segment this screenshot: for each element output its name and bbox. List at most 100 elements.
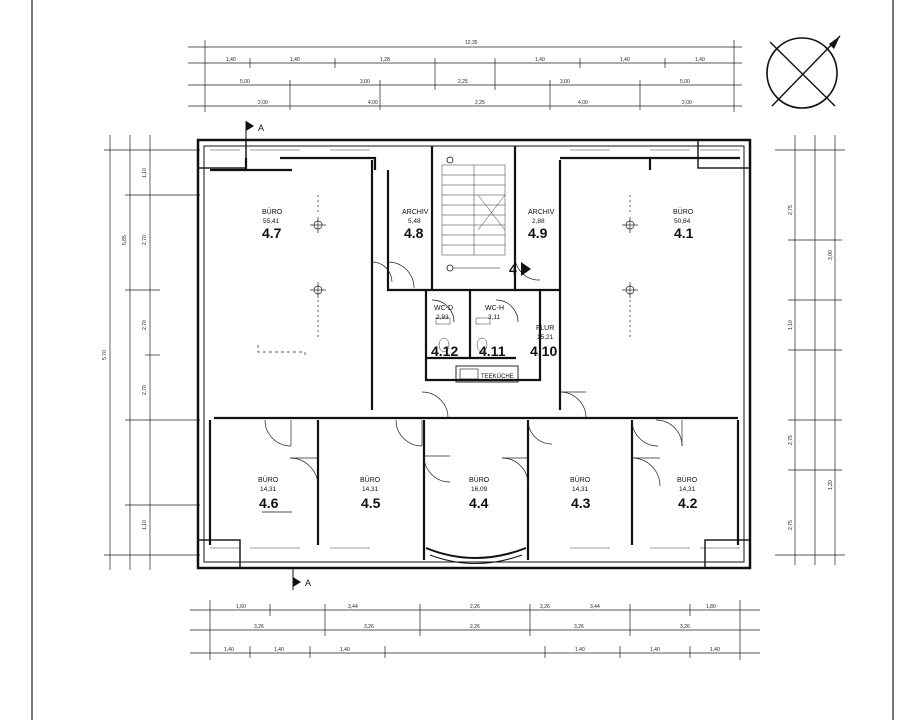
svg-text:3,44: 3,44: [590, 604, 600, 610]
stair-number: 4: [509, 261, 517, 277]
svg-text:A: A: [305, 578, 311, 588]
room-4-8: ARCHIV 5,48 4.8: [402, 209, 429, 241]
svg-text:3,26: 3,26: [574, 624, 584, 630]
svg-text:1,40: 1,40: [226, 57, 236, 63]
staircase: [441, 164, 506, 256]
svg-text:1,40: 1,40: [575, 647, 585, 653]
svg-text:1,40: 1,40: [274, 647, 284, 653]
dim-bottom-row1: 1,60 3,44 2,26 2,26 3,44 1,80: [236, 604, 716, 610]
svg-text:FLUR: FLUR: [536, 325, 554, 332]
dim-bottom-row3: 1,40 1,40 1,40 1,40 1,40 1,40: [224, 647, 720, 653]
svg-text:5,48: 5,48: [408, 218, 421, 225]
svg-text:2,93: 2,93: [436, 314, 449, 321]
svg-text:4,00: 4,00: [368, 100, 378, 106]
svg-text:15,21: 15,21: [537, 334, 554, 341]
svg-text:3,26: 3,26: [254, 624, 264, 630]
svg-text:1,28: 1,28: [380, 57, 390, 63]
svg-text:14,31: 14,31: [572, 486, 589, 493]
room-4-2: BÜRO 14,31 4.2: [677, 476, 698, 511]
svg-text:4.4: 4.4: [469, 495, 489, 511]
svg-text:3,00: 3,00: [360, 79, 370, 85]
svg-text:BÜRO: BÜRO: [469, 476, 490, 484]
svg-text:1,40: 1,40: [650, 647, 660, 653]
svg-text:2,75: 2,75: [788, 435, 794, 445]
svg-text:2,75: 2,75: [788, 205, 794, 215]
room-4-7: BÜRO 55,41 4.7: [262, 208, 283, 241]
room-4-12: WC-D 2,93 4.12: [431, 305, 458, 359]
room-4-10: FLUR 15,21 4.10: [530, 325, 557, 359]
svg-text:2,75: 2,75: [788, 520, 794, 530]
svg-text:4.1: 4.1: [674, 225, 694, 241]
svg-text:3,00: 3,00: [828, 250, 834, 260]
svg-text:5,70: 5,70: [102, 350, 108, 360]
svg-text:1,20: 1,20: [828, 480, 834, 490]
svg-text:1,40: 1,40: [224, 647, 234, 653]
dim-left: 1,10 2,70 2,70 5,70 2,70 5,85 1,10: [102, 168, 148, 530]
svg-text:BÜRO: BÜRO: [570, 476, 591, 484]
door-swings: [264, 254, 683, 487]
svg-text:1,60: 1,60: [236, 604, 246, 610]
svg-text:3,44: 3,44: [348, 604, 358, 610]
svg-text:2,00: 2,00: [682, 100, 692, 106]
svg-text:WC-H: WC-H: [485, 305, 504, 312]
wc-fixtures: [435, 317, 491, 353]
room-4-11: WC-H 3,11 4.11: [479, 305, 506, 359]
svg-text:4.10: 4.10: [530, 343, 557, 359]
svg-text:WC-D: WC-D: [434, 305, 453, 312]
room-4-6: BÜRO 14,31 4.6: [258, 476, 279, 511]
svg-text:3,26: 3,26: [680, 624, 690, 630]
svg-text:1,40: 1,40: [620, 57, 630, 63]
svg-text:2,00: 2,00: [258, 100, 268, 106]
svg-text:2,26: 2,26: [470, 604, 480, 610]
top-dimension-lines: [188, 40, 742, 112]
svg-text:5,00: 5,00: [240, 79, 250, 85]
ceiling-lights: [257, 195, 638, 358]
svg-text:4.6: 4.6: [259, 495, 279, 511]
svg-text:1,80: 1,80: [706, 604, 716, 610]
bay-window: [425, 547, 527, 559]
dim-top-total: 12,35: [465, 40, 478, 46]
dim-top-row2: 5,00 3,00 2,25 3,00 5,00: [240, 79, 690, 85]
svg-text:1,40: 1,40: [695, 57, 705, 63]
bottom-dimension-lines: [190, 600, 760, 660]
svg-text:55,41: 55,41: [263, 218, 280, 225]
svg-text:5,00: 5,00: [680, 79, 690, 85]
stair-arrow-icon: [521, 262, 531, 276]
svg-text:ARCHIV: ARCHIV: [528, 209, 555, 216]
svg-text:4.8: 4.8: [404, 225, 424, 241]
svg-text:4,00: 4,00: [578, 100, 588, 106]
svg-text:1,40: 1,40: [535, 57, 545, 63]
room-4-1: BÜRO 50,64 4.1: [673, 208, 694, 241]
section-marker-bottom: A: [292, 568, 311, 590]
kitchen-label: TEEKÜCHE: [481, 373, 514, 380]
svg-text:BÜRO: BÜRO: [262, 208, 283, 216]
svg-text:1,10: 1,10: [788, 320, 794, 330]
svg-text:2,88: 2,88: [532, 218, 545, 225]
svg-text:BÜRO: BÜRO: [673, 208, 694, 216]
north-arrow-icon: [766, 35, 841, 109]
svg-text:1,40: 1,40: [710, 647, 720, 653]
svg-text:3,00: 3,00: [560, 79, 570, 85]
room-4-3: BÜRO 14,31 4.3: [570, 476, 591, 511]
svg-text:1,10: 1,10: [142, 520, 148, 530]
room-4-9: ARCHIV 2,88 4.9: [528, 209, 555, 241]
dim-bottom-row2: 3,26 3,26 2,26 3,26 3,26: [254, 624, 690, 630]
svg-text:4.9: 4.9: [528, 225, 548, 241]
kitchen-counter: [455, 365, 519, 383]
room-4-4: BÜRO 16,09 4.4: [469, 476, 490, 511]
svg-text:ARCHIV: ARCHIV: [402, 209, 429, 216]
svg-text:4.11: 4.11: [479, 343, 506, 359]
dim-right: 2,75 3,00 1,10 2,75 1,20 2,75: [788, 205, 834, 530]
svg-text:50,64: 50,64: [674, 218, 691, 225]
left-dimension-lines: [104, 135, 200, 570]
svg-text:14,31: 14,31: [679, 486, 696, 493]
svg-text:2,25: 2,25: [475, 100, 485, 106]
section-marker-top: A: [245, 121, 264, 140]
svg-text:A: A: [258, 123, 264, 133]
exterior-walls: [196, 138, 752, 570]
svg-text:BÜRO: BÜRO: [258, 476, 279, 484]
svg-text:5,85: 5,85: [122, 235, 128, 245]
svg-text:14,31: 14,31: [362, 486, 379, 493]
room-4-5: BÜRO 14,31 4.5: [360, 476, 381, 511]
